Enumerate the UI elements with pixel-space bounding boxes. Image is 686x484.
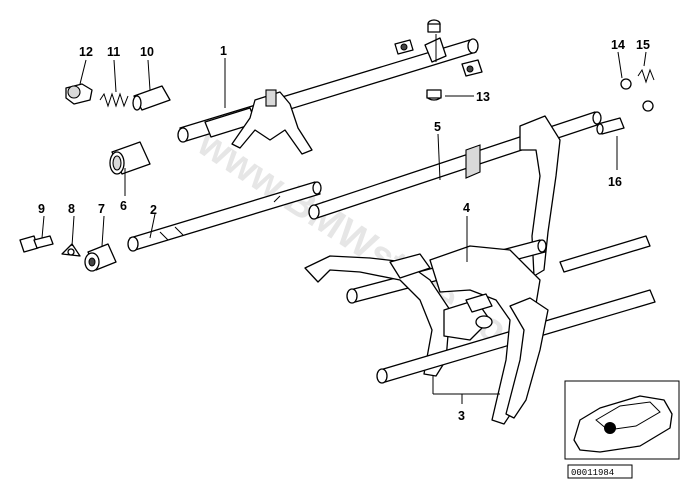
- label-15: 15: [636, 38, 650, 52]
- diagram-code: 00011984: [571, 468, 614, 478]
- label-1: 1: [220, 44, 227, 58]
- label-2: 2: [150, 203, 157, 217]
- part-2-shift-rod[interactable]: [127, 181, 322, 252]
- part-16-pin[interactable]: [596, 117, 625, 135]
- label-11: 11: [107, 45, 120, 59]
- part-6-sleeve[interactable]: [109, 141, 151, 175]
- part-13-bushing[interactable]: [400, 19, 474, 101]
- label-8: 8: [68, 202, 75, 216]
- part-1-shift-rod[interactable]: [177, 34, 483, 155]
- label-7: 7: [98, 202, 105, 216]
- car-outline-icon: [573, 395, 673, 453]
- label-4: 4: [463, 201, 470, 215]
- part-labels: 1 2 3 4 5 6 7 8 9 10 11 12 13 14 15 16: [38, 38, 650, 423]
- part-3-shift-fork-rod[interactable]: [376, 235, 656, 425]
- part-9-bolt[interactable]: [19, 235, 54, 253]
- label-5: 5: [434, 120, 441, 134]
- part-10-detent-pin[interactable]: [132, 85, 171, 111]
- vehicle-location-inset: 00011984: [564, 380, 680, 479]
- label-6: 6: [120, 199, 127, 213]
- label-13: 13: [476, 90, 490, 104]
- part-8-lock-plate[interactable]: [61, 243, 81, 257]
- label-9: 9: [38, 202, 45, 216]
- part-7-clamp-ring[interactable]: [84, 243, 117, 272]
- location-marker-icon: [604, 422, 616, 434]
- label-16: 16: [608, 175, 622, 189]
- label-14: 14: [611, 38, 625, 52]
- leader-lines: [41, 51, 647, 404]
- part-12-plug[interactable]: [65, 83, 93, 105]
- label-3: 3: [458, 409, 465, 423]
- label-12: 12: [79, 45, 93, 59]
- part-14-ball[interactable]: [620, 78, 654, 112]
- label-10: 10: [140, 45, 154, 59]
- part-11-spring[interactable]: [99, 92, 129, 108]
- part-15-spring[interactable]: [637, 68, 655, 84]
